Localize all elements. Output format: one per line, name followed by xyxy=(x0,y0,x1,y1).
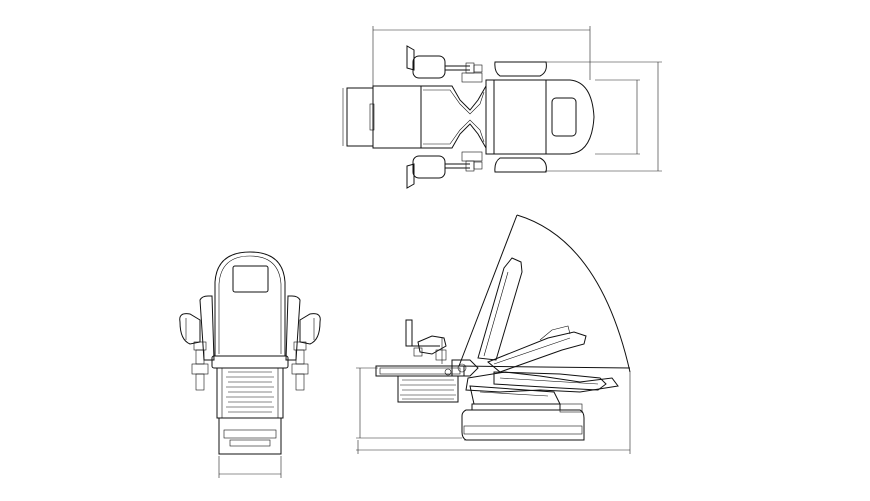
side-base xyxy=(461,403,585,441)
side-seat xyxy=(375,359,479,377)
front-seat xyxy=(211,355,289,369)
side-leg-holder xyxy=(405,319,447,364)
side-backrest-flat xyxy=(465,371,619,393)
top-backrest xyxy=(545,79,595,155)
top-leg-section xyxy=(420,84,487,150)
top-view-dimensions xyxy=(342,26,662,172)
side-dimensions xyxy=(356,367,631,454)
side-backrest-upright xyxy=(477,257,523,361)
top-footrest xyxy=(346,85,422,149)
front-backrest xyxy=(214,251,286,356)
front-clamps xyxy=(191,341,309,391)
top-view xyxy=(342,26,662,189)
top-armrests xyxy=(494,61,547,173)
top-seat xyxy=(485,79,547,155)
front-arm-supports xyxy=(199,295,301,361)
top-leg-holders xyxy=(406,45,483,189)
front-base xyxy=(218,417,282,455)
front-arm-pads xyxy=(179,313,321,345)
side-recline-arc xyxy=(458,214,631,373)
front-base-dimension xyxy=(218,456,282,478)
side-view xyxy=(356,214,631,454)
front-bellows xyxy=(216,367,284,419)
side-backrest-mid xyxy=(487,325,587,373)
front-view xyxy=(179,251,321,478)
side-lift-column xyxy=(469,385,561,411)
side-bellows xyxy=(397,375,459,403)
